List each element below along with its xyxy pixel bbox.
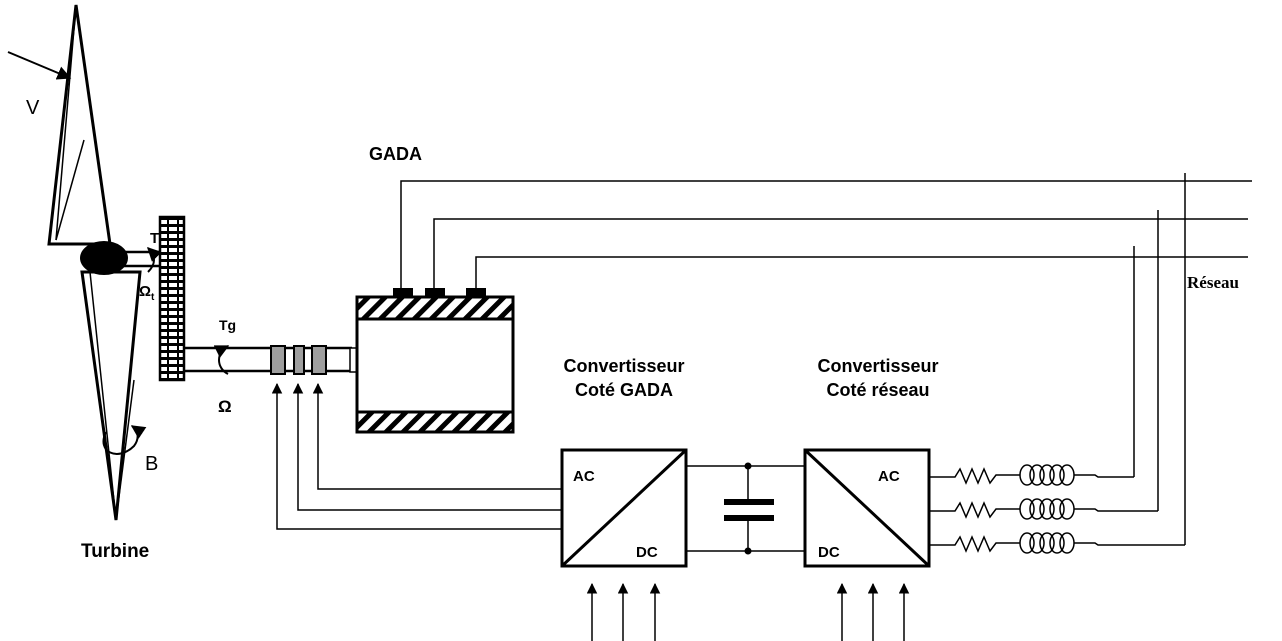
rotor-hub: [80, 241, 128, 275]
blade-pitch-label: B: [145, 453, 158, 475]
wind-arrow: [7, 51, 72, 80]
filter-inductor-coil: [1039, 532, 1055, 554]
generator-speed-label: Ω: [218, 397, 232, 416]
upper-blade: [47, 4, 112, 246]
conv-grid-title-1: Convertisseur: [817, 356, 938, 376]
filter-inductor-coil: [1059, 464, 1075, 486]
turbine-label: Turbine: [81, 541, 149, 562]
filter-inductor-coil: [1049, 532, 1065, 554]
turbine-rotation-icon: [147, 247, 162, 273]
filter-resistor-2: [929, 501, 1020, 519]
filter-inductor-coil: [1039, 498, 1055, 520]
conv-gada-title-2: Coté GADA: [575, 380, 673, 400]
rotor-feed-lines: [271, 382, 562, 530]
conv-grid-ac-label: AC: [878, 468, 900, 485]
conv-grid-dc-label: DC: [818, 544, 840, 561]
filter-inductor-coil: [1019, 532, 1035, 554]
turbine-rotor: [47, 4, 166, 521]
stator-lines: [400, 180, 1252, 288]
filter-inductor-coil: [1019, 498, 1035, 520]
filter-resistor-3: [929, 535, 1020, 553]
svg-text:Ωt: Ωt: [139, 283, 155, 303]
filter-resistor-1: [929, 467, 1020, 485]
gearbox: [158, 215, 186, 382]
filter-inductor-coil: [1049, 498, 1065, 520]
filter-inductor-coil: [1029, 498, 1045, 520]
generator-torque-label: Tg: [219, 317, 236, 333]
converter-grid-side: [803, 448, 931, 568]
rl-filters: [929, 464, 1185, 554]
filter-output-line-1: [1074, 474, 1134, 478]
converter-control-signals: [586, 582, 910, 641]
filter-output-line-3: [1074, 542, 1185, 546]
filter-inductor-coil: [1029, 464, 1045, 486]
filter-inductor-coil: [1029, 532, 1045, 554]
slip-rings: [270, 345, 327, 375]
conv-grid-title-2: Coté réseau: [826, 380, 929, 400]
dc-link-capacitor: [686, 462, 805, 555]
wind-label: V: [26, 97, 40, 119]
turbine-speed-subscript: t: [151, 292, 155, 303]
conv-gada-title-1: Convertisseur: [563, 356, 684, 376]
pitch-rotation-icon: [102, 425, 147, 455]
generator-gada: [355, 288, 515, 434]
turbine-torque-label: T: [150, 230, 159, 247]
filter-inductor-coil: [1019, 464, 1035, 486]
generator-rotation-icon: [213, 345, 230, 375]
gada-label: GADA: [369, 144, 422, 164]
turbine-speed-label: Ω: [139, 283, 151, 300]
filter-inductor-coil: [1059, 498, 1075, 520]
conv-gada-dc-label: DC: [636, 544, 658, 561]
filter-inductor-coil: [1039, 464, 1055, 486]
filter-inductor-coil: [1059, 532, 1075, 554]
grid-label: Réseau: [1187, 273, 1239, 292]
grid-bus: [1133, 173, 1186, 545]
conv-gada-ac-label: AC: [573, 468, 595, 485]
filter-inductor-coil: [1049, 464, 1065, 486]
converter-gada-side: [560, 448, 688, 568]
filter-output-line-2: [1074, 508, 1158, 512]
